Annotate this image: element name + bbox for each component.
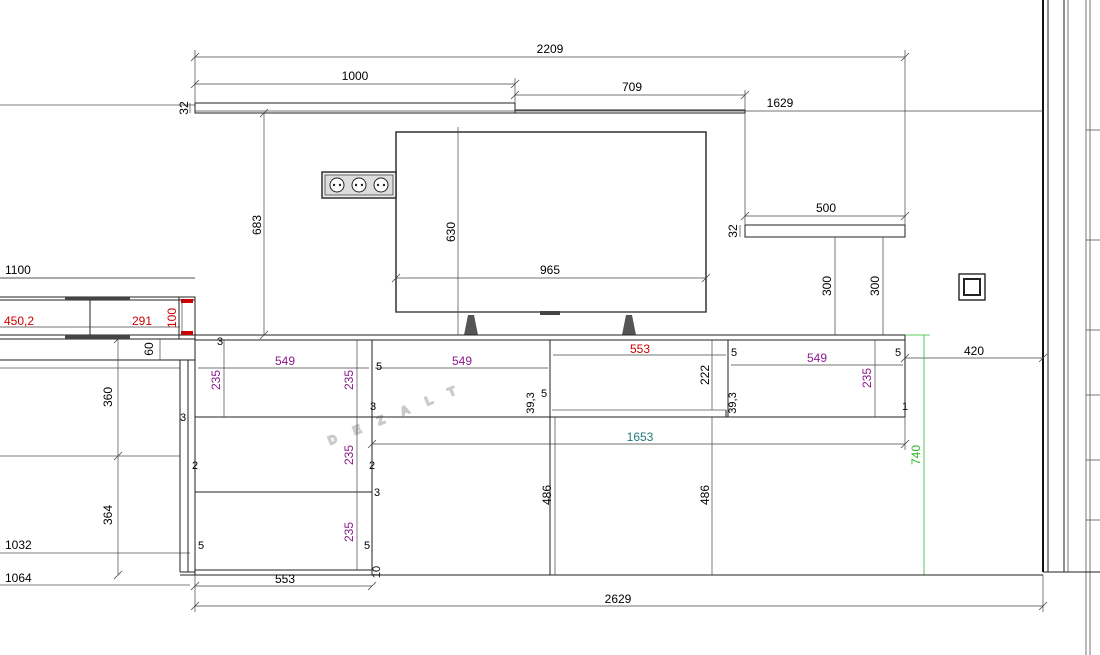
dim-235-e: 235 xyxy=(860,368,874,388)
gap-2-a: 2 xyxy=(192,460,198,472)
dimension-labels: 2209 1000 709 1629 32 683 630 965 500 32… xyxy=(5,42,984,606)
dim-450-2: 450,2 xyxy=(4,314,34,328)
colored-dimension-labels: 450,2 291 100 553 549 549 549 235 235 23… xyxy=(4,308,923,542)
left-adjacent-cabinet xyxy=(0,104,196,586)
dim-709: 709 xyxy=(622,80,642,94)
dim-222: 222 xyxy=(698,365,712,385)
dim-2209: 2209 xyxy=(537,42,564,56)
gap-5-e: 5 xyxy=(198,540,204,552)
dim-1629: 1629 xyxy=(767,96,794,110)
socket-block xyxy=(321,171,397,199)
wall-switch xyxy=(958,273,986,301)
gap-3-b: 3 xyxy=(180,412,186,424)
gap-2-b: 2 xyxy=(369,460,375,472)
dim-300-a: 300 xyxy=(820,276,834,296)
dim-1032: 1032 xyxy=(5,538,32,552)
dim-360: 360 xyxy=(101,387,115,407)
gap-5-b: 5 xyxy=(541,388,547,400)
dim-291: 291 xyxy=(132,314,152,328)
gap-5-a: 5 xyxy=(376,361,382,373)
dim-549-a: 549 xyxy=(275,354,295,368)
gap-3-a: 3 xyxy=(217,336,223,348)
dim-235-b: 235 xyxy=(342,370,356,390)
gap-1: 1 xyxy=(902,401,908,413)
dim-39-left: 39,3 xyxy=(525,392,537,413)
dim-683: 683 xyxy=(250,215,264,235)
gap-3-d: 3 xyxy=(374,487,380,499)
dim-553-top: 553 xyxy=(630,342,650,356)
dim-420: 420 xyxy=(964,344,984,358)
dim-32-upper: 32 xyxy=(177,101,191,115)
gap-5-f: 5 xyxy=(364,540,370,552)
dim-1000: 1000 xyxy=(342,69,369,83)
dim-100: 100 xyxy=(165,308,179,328)
dim-965: 965 xyxy=(540,263,560,277)
gap-10: 10 xyxy=(371,566,383,578)
dim-1100: 1100 xyxy=(5,263,31,277)
gap-3-c: 3 xyxy=(370,401,376,413)
lower-cabinet xyxy=(194,334,906,576)
dim-549-c: 549 xyxy=(807,351,827,365)
dim-235-a: 235 xyxy=(209,370,223,390)
dim-300-b: 300 xyxy=(868,276,882,296)
gap-5-d: 5 xyxy=(895,347,901,359)
upper-shelves xyxy=(194,102,906,335)
dim-364: 364 xyxy=(101,505,115,525)
dimension-lines xyxy=(0,50,1044,612)
dim-486-a: 486 xyxy=(540,485,554,505)
dim-486-b: 486 xyxy=(698,485,712,505)
dim-60: 60 xyxy=(142,342,156,356)
dim-39-right: 39,3 xyxy=(727,392,739,413)
dim-235-d: 235 xyxy=(342,522,356,542)
dim-1064: 1064 xyxy=(5,571,32,585)
dim-500: 500 xyxy=(816,201,836,215)
dim-740: 740 xyxy=(909,445,923,465)
gap-5-c: 5 xyxy=(731,347,737,359)
dim-235-c: 235 xyxy=(342,445,356,465)
right-wall xyxy=(1042,0,1100,655)
dim-32-right: 32 xyxy=(726,224,740,238)
dim-549-b: 549 xyxy=(452,354,472,368)
dim-553-bottom: 553 xyxy=(275,572,295,586)
dim-2629: 2629 xyxy=(605,592,632,606)
tv-panel xyxy=(395,131,707,335)
dim-630: 630 xyxy=(444,222,458,242)
dim-1653: 1653 xyxy=(627,430,654,444)
dimension-ticks xyxy=(113,52,1048,611)
